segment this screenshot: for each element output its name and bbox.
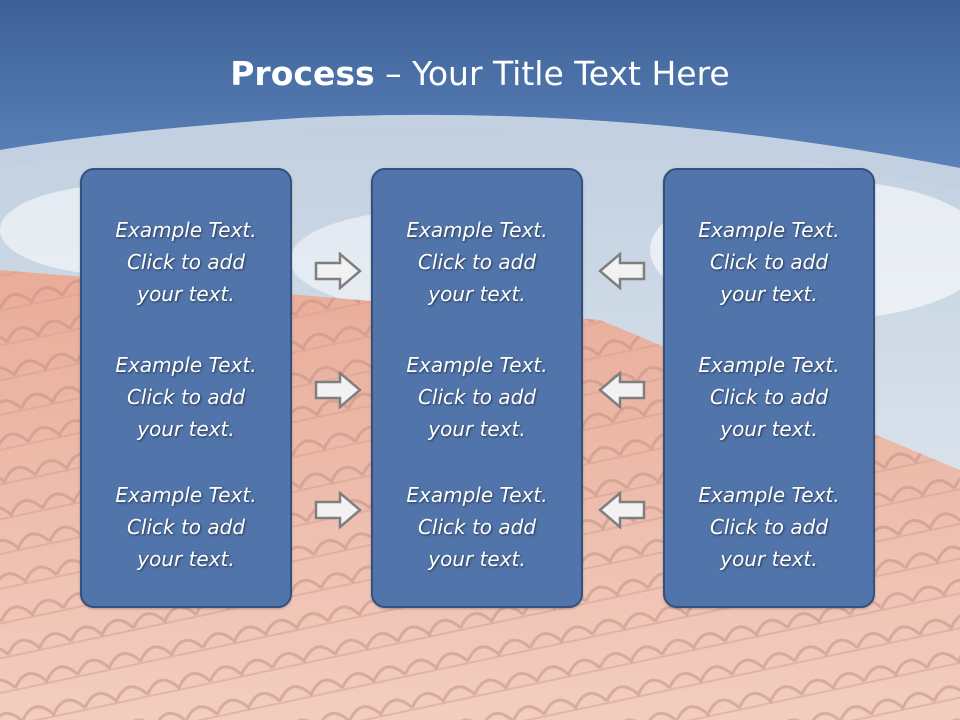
right-arrow-icon [314,491,362,529]
text-line: Click to add [126,515,246,539]
text-line: Example Text. [406,218,548,242]
right-arrow-icon [314,371,362,409]
text-block[interactable]: Example Text. Click to add your text. [665,349,873,445]
text-line: Click to add [126,385,246,409]
text-block[interactable]: Example Text. Click to add your text. [373,214,581,310]
text-block[interactable]: Example Text. Click to add your text. [373,349,581,445]
text-block[interactable]: Example Text. Click to add your text. [373,479,581,575]
text-line: your text. [137,282,235,306]
text-line: your text. [720,547,818,571]
text-line: your text. [137,417,235,441]
text-line: Click to add [417,250,537,274]
text-line: Example Text. [115,218,257,242]
text-line: Click to add [126,250,246,274]
text-block[interactable]: Example Text. Click to add your text. [82,214,290,310]
text-line: Example Text. [406,483,548,507]
left-arrow-icon [598,491,646,529]
text-line: Click to add [709,385,829,409]
text-line: Click to add [709,515,829,539]
text-line: Click to add [417,385,537,409]
title-bold: Process [230,54,375,93]
text-line: Click to add [417,515,537,539]
text-line: Example Text. [698,218,840,242]
text-line: your text. [428,282,526,306]
text-block[interactable]: Example Text. Click to add your text. [665,479,873,575]
text-line: Example Text. [115,353,257,377]
text-line: Example Text. [115,483,257,507]
text-block[interactable]: Example Text. Click to add your text. [82,479,290,575]
process-panel-left[interactable]: Example Text. Click to add your text. Ex… [80,168,292,608]
text-line: your text. [720,282,818,306]
process-panel-right[interactable]: Example Text. Click to add your text. Ex… [663,168,875,608]
text-line: your text. [720,417,818,441]
text-block[interactable]: Example Text. Click to add your text. [82,349,290,445]
text-line: Example Text. [698,353,840,377]
text-line: Click to add [709,250,829,274]
right-arrow-icon [314,252,362,290]
text-line: Example Text. [698,483,840,507]
title-rest: – Your Title Text Here [374,54,730,93]
process-panel-center[interactable]: Example Text. Click to add your text. Ex… [371,168,583,608]
text-line: your text. [428,547,526,571]
left-arrow-icon [598,371,646,409]
left-arrow-icon [598,252,646,290]
text-line: your text. [137,547,235,571]
text-block[interactable]: Example Text. Click to add your text. [665,214,873,310]
slide-title[interactable]: Process – Your Title Text Here [0,52,960,96]
text-line: Example Text. [406,353,548,377]
text-line: your text. [428,417,526,441]
